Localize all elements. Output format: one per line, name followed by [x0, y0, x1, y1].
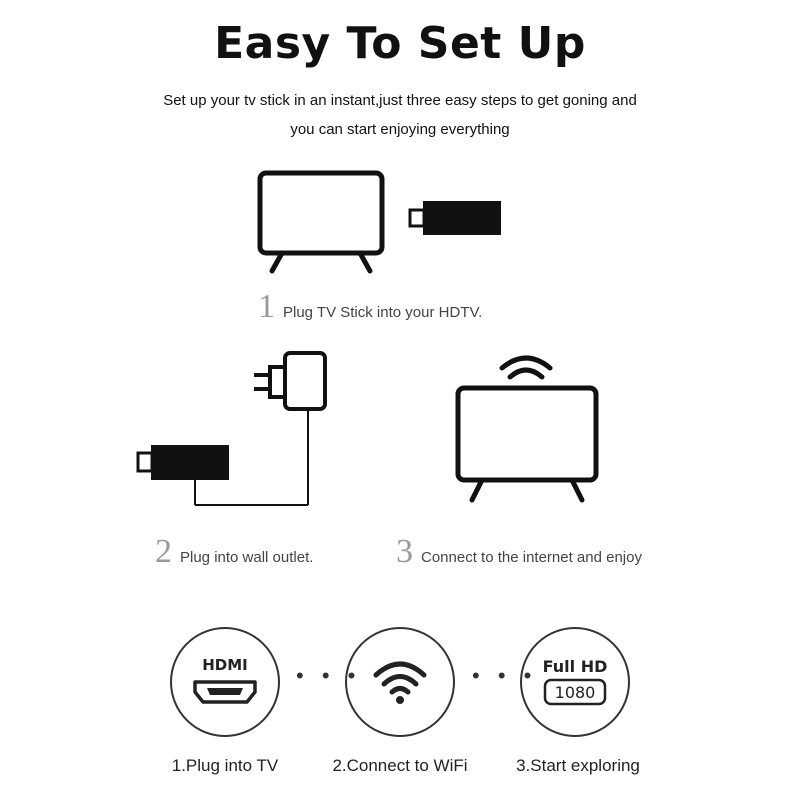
- caption-connect-wifi: 2.Connect to WiFi: [332, 756, 468, 775]
- step-3: 3 Connect to the internet and enjoy: [396, 535, 642, 569]
- step-1: 1 Plug TV Stick into your HDTV.: [258, 290, 482, 324]
- subtitle-line-2: you can start enjoying everything: [290, 121, 510, 138]
- caption-start-exploring: 3.Start exploring: [516, 756, 640, 775]
- subtitle-line-1: Set up your tv stick in an instant,just …: [163, 92, 637, 109]
- hdmi-circle: HDMI: [170, 627, 280, 737]
- step-2: 2 Plug into wall outlet.: [155, 535, 313, 569]
- tv-stick-icon: [408, 201, 501, 235]
- caption-plug-into-tv: 1.Plug into TV: [171, 756, 279, 775]
- page-title: Easy To Set Up: [214, 18, 586, 69]
- step-2-text: Plug into wall outlet.: [180, 549, 314, 566]
- wifi-signal-icon: [499, 355, 553, 380]
- power-adapter-illustration: [136, 351, 327, 506]
- step-2-number: 2: [155, 533, 172, 570]
- wifi-circle: [345, 627, 455, 737]
- tv-icon: [257, 170, 385, 274]
- tv-with-stick-illustration: [257, 170, 501, 274]
- fullhd-icon: Full HD 1080: [543, 657, 608, 706]
- fullhd-circle: Full HD 1080: [520, 627, 630, 737]
- wifi-icon: [373, 661, 427, 704]
- fullhd-label: Full HD: [543, 657, 608, 676]
- tv-wifi-illustration: [455, 355, 599, 503]
- hdmi-label: HDMI: [202, 656, 248, 674]
- resolution-label: 1080: [555, 683, 596, 702]
- hdmi-icon: HDMI: [193, 656, 257, 704]
- step-1-text: Plug TV Stick into your HDTV.: [283, 304, 483, 321]
- tv-icon: [455, 385, 599, 503]
- tv-stick-icon: [136, 445, 229, 480]
- plug-icon: [194, 351, 327, 506]
- step-1-number: 1: [258, 288, 275, 325]
- step-3-number: 3: [396, 533, 413, 570]
- step-3-text: Connect to the internet and enjoy: [421, 549, 642, 566]
